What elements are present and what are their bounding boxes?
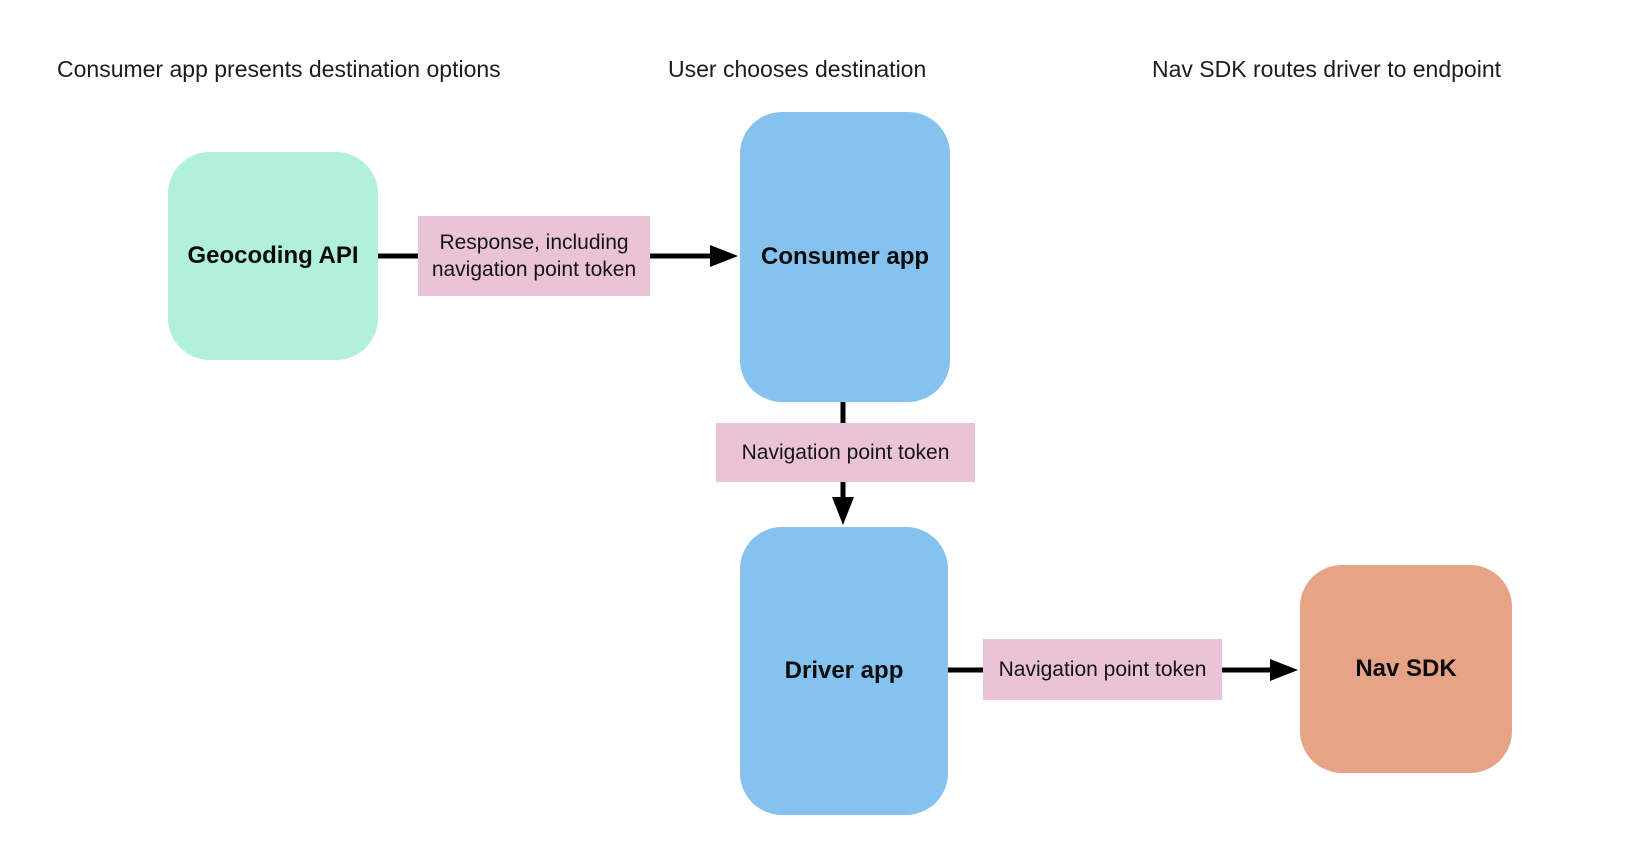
node-geocoding-api-label: Geocoding API [187, 242, 359, 269]
edge-label-navigation-point-token-driver-navsdk: Navigation point token [983, 639, 1222, 700]
node-geocoding-api: Geocoding API [168, 152, 378, 360]
edge-label-response-token: Response, including navigation point tok… [418, 216, 650, 296]
node-nav-sdk: Nav SDK [1300, 565, 1512, 773]
edge-label-navigation-point-token-consumer-driver: Navigation point token [716, 423, 975, 482]
node-nav-sdk-label: Nav SDK [1355, 655, 1457, 682]
column-header-consumer-presents: Consumer app presents destination option… [57, 56, 501, 82]
node-driver-app-label: Driver app [784, 657, 904, 684]
node-consumer-app: Consumer app [740, 112, 950, 402]
column-header-navsdk-routes: Nav SDK routes driver to endpoint [1152, 56, 1502, 82]
node-consumer-app-label: Consumer app [760, 243, 930, 270]
column-header-user-chooses: User chooses destination [668, 56, 927, 82]
node-driver-app: Driver app [740, 527, 948, 815]
